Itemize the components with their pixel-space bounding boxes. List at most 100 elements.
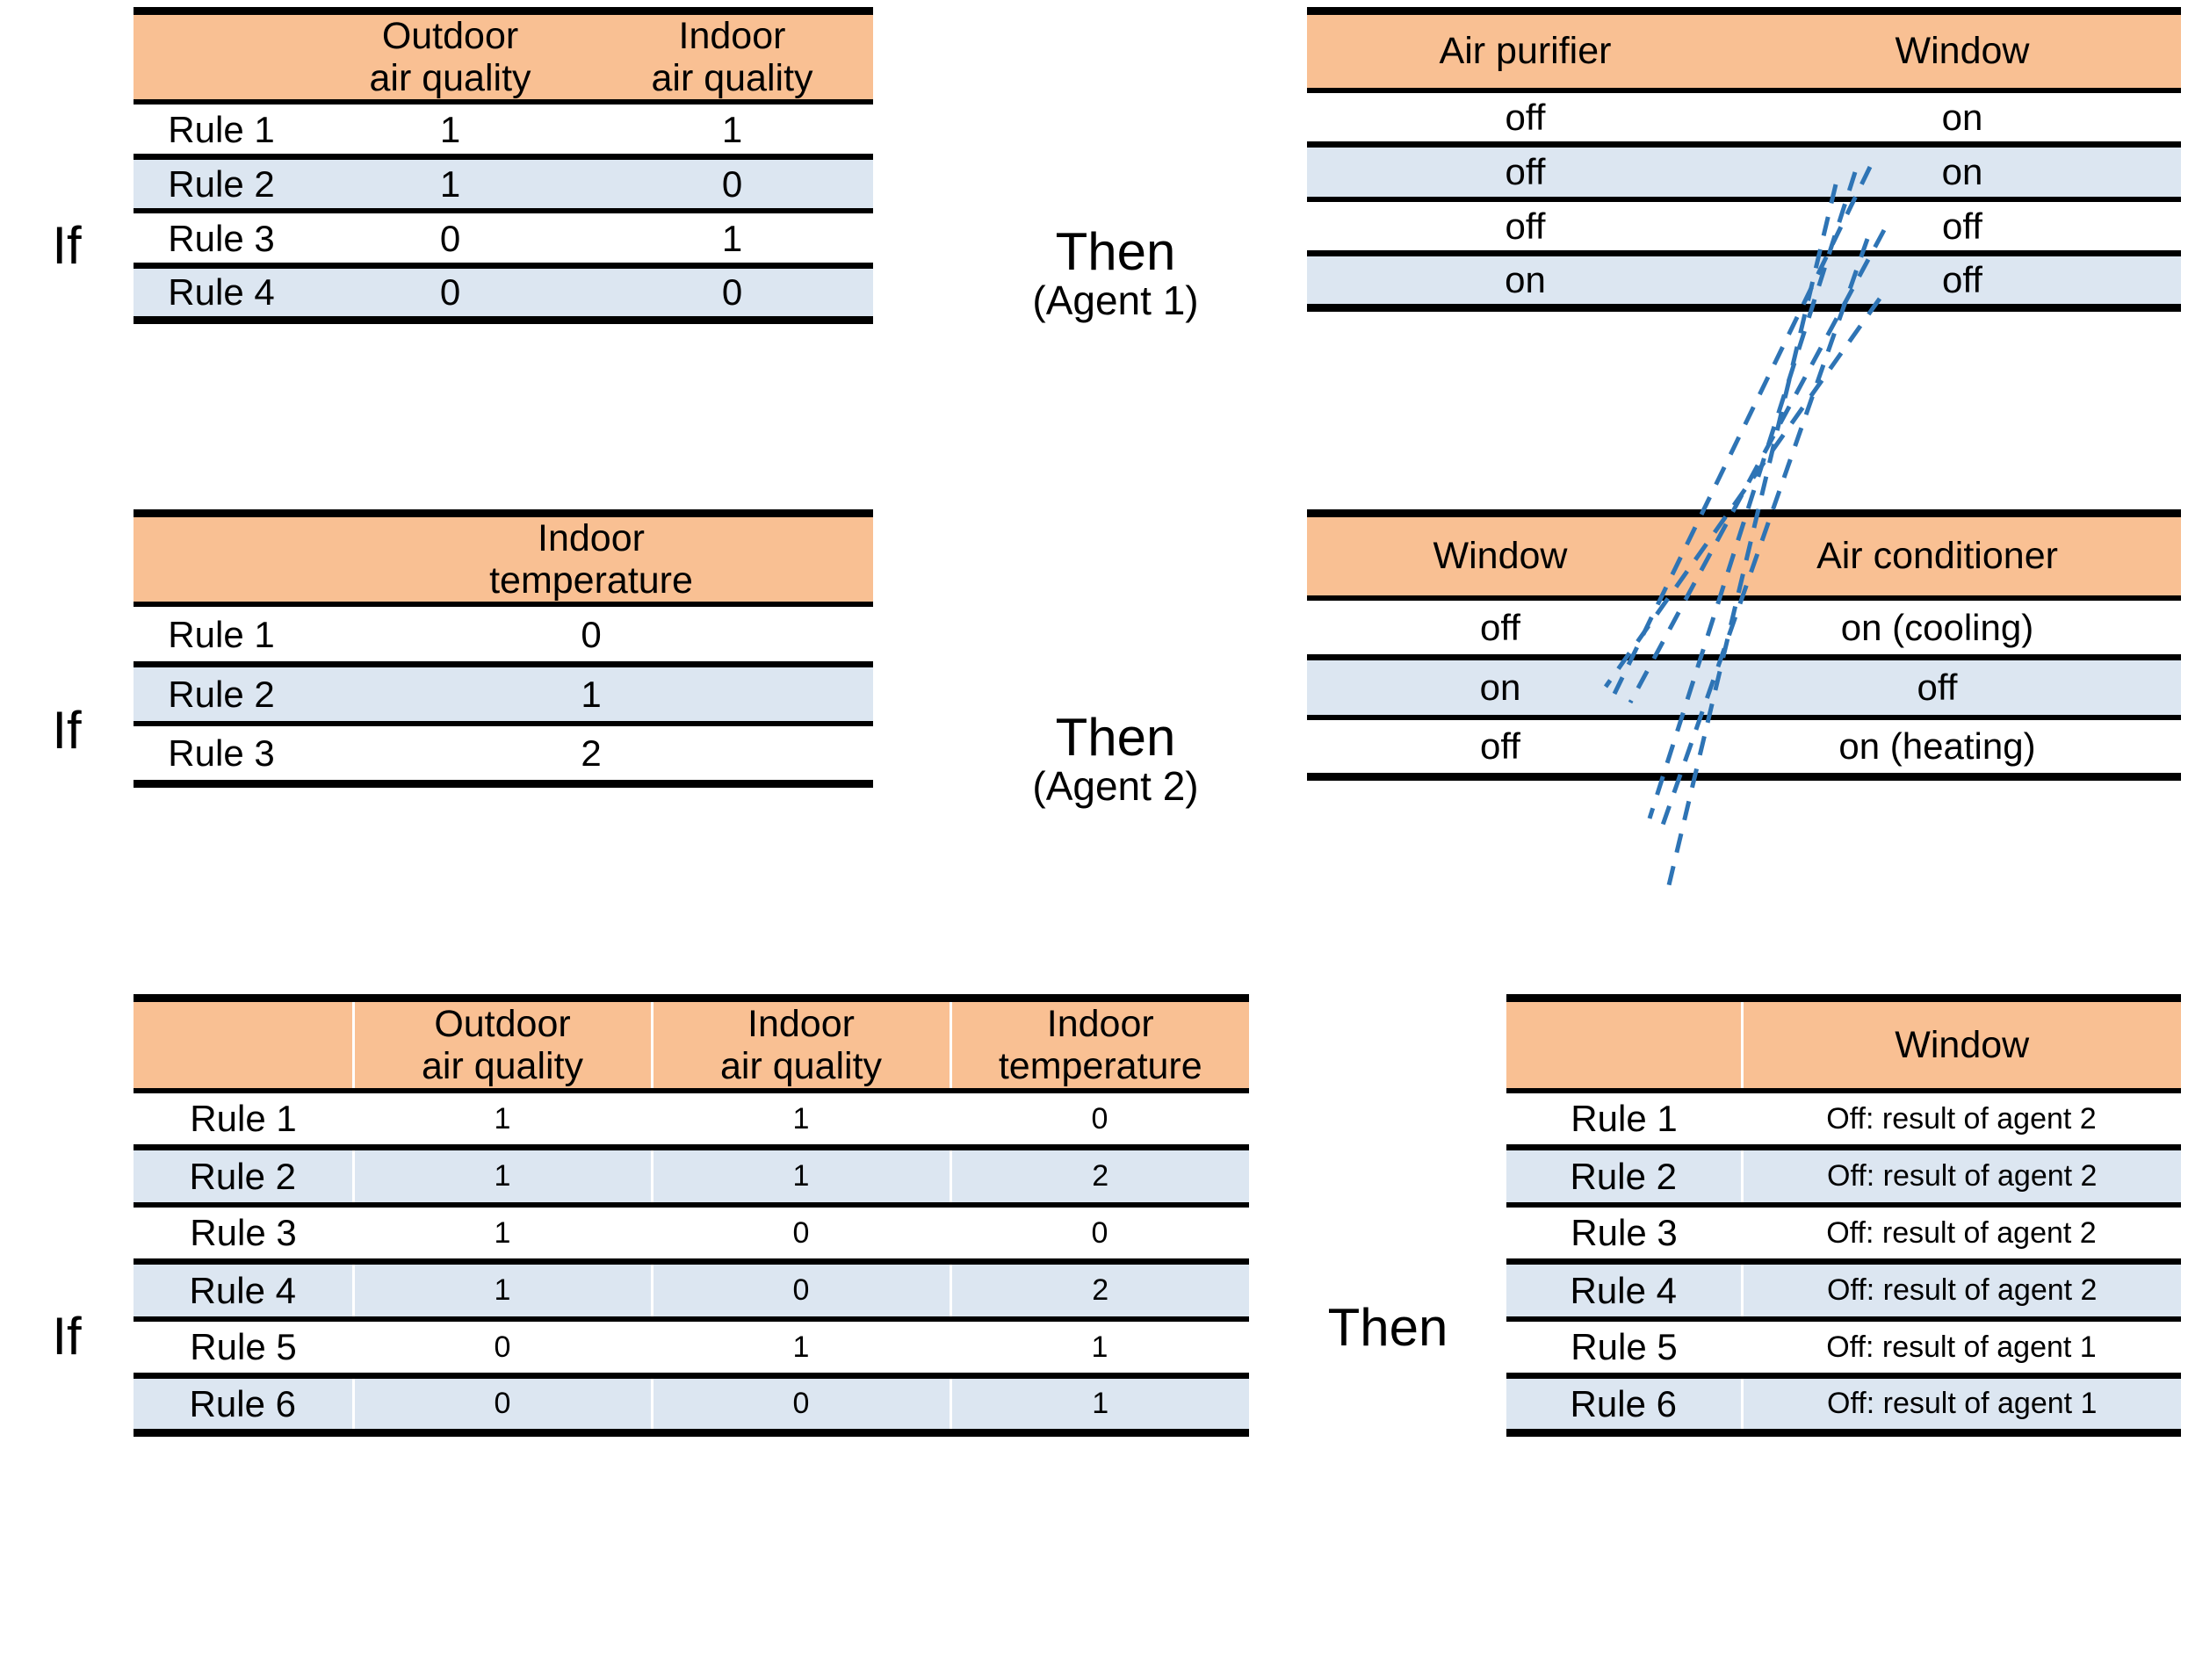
combined-cond-r1-indoor: 1 xyxy=(652,1090,950,1148)
combined-cond-r1-rule: Rule 1 xyxy=(134,1090,353,1148)
agent1-act-r4-window: off xyxy=(1744,250,2181,312)
combined-cond-r6-indoor: 0 xyxy=(650,1373,950,1437)
if-label-agent1-text: If xyxy=(52,216,82,275)
combined-condition-header-row: Outdoor air quality Indoor air quality I… xyxy=(134,994,1249,1093)
agent1-condition-header-outdoor: Outdoor air quality xyxy=(309,7,591,105)
then-label-agent1-main: Then xyxy=(1055,222,1176,281)
combined-act-r3-rule: Rule 3 xyxy=(1506,1204,1742,1262)
combined-act-r1-rule: Rule 1 xyxy=(1506,1090,1742,1148)
combined-cond-r5-temp: 1 xyxy=(950,1318,1249,1376)
table-row: Rule 2 1 1 2 xyxy=(134,1144,1249,1208)
agent1-cond-r3-outdoor: 0 xyxy=(309,211,591,266)
combined-condition-header-outdoor-aq: Outdoor air quality xyxy=(351,994,652,1093)
combined-action-header-blank xyxy=(1506,994,1742,1093)
combined-cond-r1-temp: 0 xyxy=(950,1090,1249,1148)
combined-cond-hdr-outdoor-l1: Outdoor xyxy=(434,1002,571,1045)
table-row: Rule 5 Off: result of agent 1 xyxy=(1506,1318,2181,1376)
table-row: on off xyxy=(1307,654,2181,720)
agent2-act-r2-ac: off xyxy=(1693,654,2181,720)
combined-cond-r4-outdoor: 1 xyxy=(351,1258,652,1322)
then-label-agent2-sub: (Agent 2) xyxy=(1032,763,1199,809)
combined-act-r2-window: Off: result of agent 2 xyxy=(1740,1144,2181,1208)
agent2-cond-r3-rule: Rule 3 xyxy=(134,724,309,788)
combined-cond-r5-indoor: 1 xyxy=(652,1318,950,1376)
table-row: off on (heating) xyxy=(1307,717,2181,781)
table-row: Rule 6 Off: result of agent 1 xyxy=(1506,1373,2181,1437)
if-label-agent2-text: If xyxy=(52,701,82,760)
combined-act-r4-window: Off: result of agent 2 xyxy=(1740,1258,2181,1322)
agent2-act-r3-window: off xyxy=(1307,717,1693,781)
combined-cond-r2-outdoor: 1 xyxy=(351,1144,652,1208)
agent1-cond-r2-outdoor: 1 xyxy=(309,153,591,214)
combined-cond-r6-temp: 1 xyxy=(949,1373,1249,1437)
table-row: Rule 2 Off: result of agent 2 xyxy=(1506,1144,2181,1208)
combined-cond-r2-indoor: 1 xyxy=(650,1144,950,1208)
combined-cond-hdr-indoor-l2: air quality xyxy=(719,1044,883,1087)
agent1-act-r4-air-purifier: on xyxy=(1307,250,1744,312)
agent1-cond-r1-outdoor: 1 xyxy=(309,102,591,157)
agent1-condition-header-blank xyxy=(134,7,309,105)
agent2-cond-r3-temp: 2 xyxy=(309,724,873,788)
combined-cond-r4-temp: 2 xyxy=(949,1258,1249,1322)
combined-act-r6-window: Off: result of agent 1 xyxy=(1740,1373,2181,1437)
combined-act-r3-window: Off: result of agent 2 xyxy=(1742,1204,2181,1262)
table-row: Rule 6 0 0 1 xyxy=(134,1373,1249,1437)
agent1-action-header-row: Air purifier Window xyxy=(1307,7,2181,93)
combined-cond-r6-outdoor: 0 xyxy=(351,1373,652,1437)
combined-act-r5-rule: Rule 5 xyxy=(1506,1318,1742,1376)
table-row: Rule 4 Off: result of agent 2 xyxy=(1506,1258,2181,1322)
agent2-cond-r1-temp: 0 xyxy=(309,604,873,665)
table-row: Rule 4 1 0 2 xyxy=(134,1258,1249,1322)
agent2-cond-r2-temp: 1 xyxy=(309,660,873,727)
table-row: Rule 1 1 1 0 xyxy=(134,1090,1249,1148)
then-label-agent2: Then (Agent 2) xyxy=(949,710,1282,807)
combined-cond-r1-outdoor: 1 xyxy=(353,1090,652,1148)
agent1-condition-header-indoor-l1: Indoor xyxy=(678,15,786,57)
agent1-act-r2-air-purifier: off xyxy=(1307,141,1744,202)
combined-cond-hdr-temp-l1: Indoor xyxy=(1046,1002,1154,1045)
agent1-act-r2-window: on xyxy=(1744,141,2181,202)
combined-cond-r5-outdoor: 0 xyxy=(353,1318,652,1376)
agent2-condition-header-temp-l1: Indoor xyxy=(538,517,645,559)
combined-cond-r3-temp: 0 xyxy=(950,1204,1249,1262)
agent1-condition-header-outdoor-l2: air quality xyxy=(369,57,531,100)
table-row: off on (cooling) xyxy=(1307,597,2181,658)
agent1-condition-table: Outdoor air quality Indoor air quality R… xyxy=(134,7,873,324)
combined-cond-hdr-temp-l2: temperature xyxy=(998,1044,1202,1087)
combined-condition-table: Outdoor air quality Indoor air quality I… xyxy=(134,994,1249,1437)
agent2-act-r1-ac: on (cooling) xyxy=(1693,597,2181,658)
if-label-agent1: If xyxy=(0,218,134,273)
then-label-agent1-sub: (Agent 1) xyxy=(1032,278,1199,323)
table-row: Rule 3 2 xyxy=(134,724,873,788)
agent2-condition-table: Indoor temperature Rule 1 0 Rule 2 1 Rul… xyxy=(134,509,873,788)
combined-cond-r2-rule: Rule 2 xyxy=(134,1144,353,1208)
table-row: Rule 3 Off: result of agent 2 xyxy=(1506,1204,2181,1262)
agent1-condition-header-row: Outdoor air quality Indoor air quality xyxy=(134,7,873,105)
then-label-combined-main: Then xyxy=(1327,1298,1448,1357)
then-label-agent1: Then (Agent 1) xyxy=(949,224,1282,321)
if-label-combined-text: If xyxy=(52,1307,82,1366)
combined-condition-header-indoor-aq: Indoor air quality xyxy=(650,994,950,1093)
table-row: Rule 3 0 1 xyxy=(134,211,873,266)
table-row: Rule 5 0 1 1 xyxy=(134,1318,1249,1376)
agent2-cond-r2-rule: Rule 2 xyxy=(134,660,309,727)
combined-act-r4-rule: Rule 4 xyxy=(1506,1258,1742,1322)
if-label-agent2: If xyxy=(0,703,134,758)
agent1-cond-r1-indoor: 1 xyxy=(591,102,873,157)
agent2-action-header-air-conditioner: Air conditioner xyxy=(1693,509,2181,601)
agent1-action-header-air-purifier: Air purifier xyxy=(1307,7,1744,93)
combined-condition-header-indoor-temp: Indoor temperature xyxy=(949,994,1249,1093)
agent1-action-table: Air purifier Window off on off on off of… xyxy=(1307,7,2181,312)
agent2-cond-r1-rule: Rule 1 xyxy=(134,604,309,665)
agent2-action-table: Window Air conditioner off on (cooling) … xyxy=(1307,509,2181,781)
if-label-combined: If xyxy=(0,1309,134,1364)
agent2-action-header-window: Window xyxy=(1307,509,1693,601)
table-row: off on xyxy=(1307,90,2181,145)
then-label-agent2-main: Then xyxy=(1055,708,1176,767)
combined-cond-r3-outdoor: 1 xyxy=(353,1204,652,1262)
agent2-act-r1-window: off xyxy=(1307,597,1693,658)
table-row: off off xyxy=(1307,198,2181,254)
agent1-condition-header-outdoor-l1: Outdoor xyxy=(381,15,519,57)
table-row: on off xyxy=(1307,250,2181,312)
agent1-act-r1-window: on xyxy=(1744,90,2181,145)
